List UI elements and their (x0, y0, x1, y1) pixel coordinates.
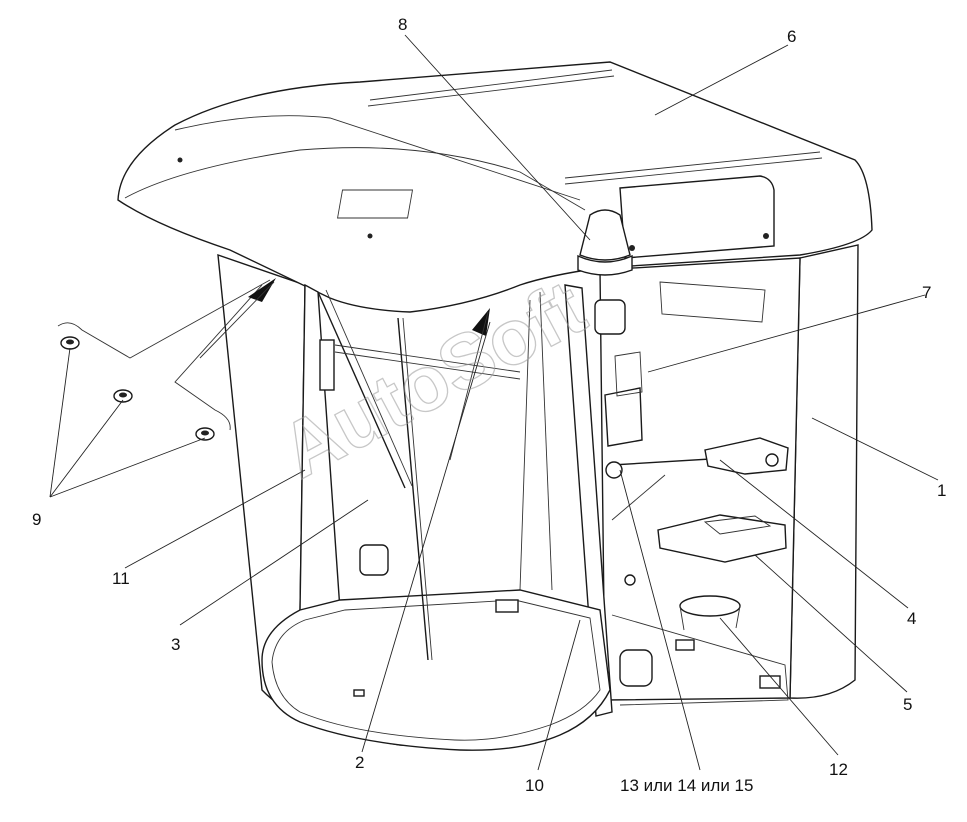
callout-8: 8 (398, 15, 407, 34)
callout-3: 3 (171, 635, 180, 654)
callout-2: 2 (355, 753, 364, 772)
callout-9: 9 (32, 510, 41, 529)
mount-arrow-right (472, 308, 490, 336)
callout-10: 10 (525, 776, 544, 795)
nut-2 (113, 389, 133, 403)
callout-13-15: 13 или 14 или 15 (620, 776, 753, 795)
door-gas-strut (317, 291, 406, 489)
nut-3 (195, 427, 215, 441)
cab-back-wall (599, 257, 801, 701)
leader-lines (49, 34, 939, 771)
seat-box (657, 514, 787, 563)
callout-1: 1 (937, 481, 946, 500)
beacon-lamp (577, 209, 633, 276)
callout-7: 7 (922, 283, 931, 302)
cab-floor-sill (261, 589, 611, 751)
wiper-blade (397, 317, 429, 661)
callout-5: 5 (903, 695, 912, 714)
callout-11: 11 (112, 569, 130, 588)
roof-hatch (337, 189, 414, 219)
nut-1 (60, 336, 80, 350)
center-pillar (564, 284, 613, 717)
extinguisher-clamp (679, 595, 741, 617)
callout-12: 12 (829, 760, 848, 779)
mount-arrow-left (248, 278, 276, 302)
roof-rear-cover (619, 175, 775, 259)
side-handle (604, 387, 643, 447)
callout-4: 4 (907, 609, 916, 628)
cab-right-wall (789, 244, 859, 699)
callout-6: 6 (787, 27, 796, 46)
